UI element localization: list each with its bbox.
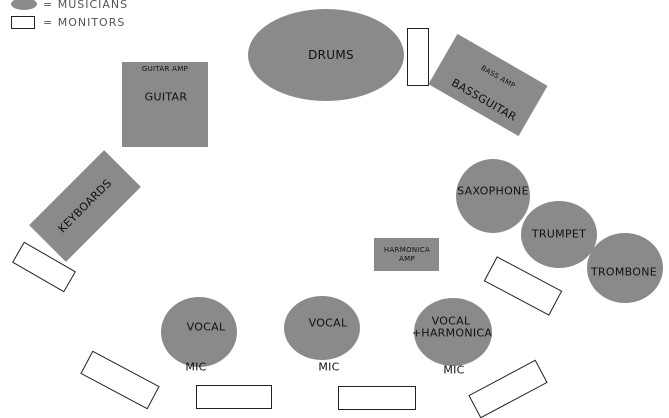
bass-amp-block [428, 33, 548, 137]
front-monitor-right [468, 359, 548, 418]
mic-2-label: MIC [318, 360, 340, 374]
mic-1-label: MIC [185, 360, 207, 374]
trombone-circle [587, 233, 663, 303]
vocal-2-label: VOCAL [308, 316, 348, 330]
front-monitor-center-right [338, 386, 416, 410]
vocal-3-circle [414, 298, 492, 366]
trumpet-label: TRUMPET [531, 227, 587, 241]
harmonica-amp-label-line1: HARMONICA [383, 246, 431, 254]
drums-circle [248, 9, 404, 101]
guitar-amp-block [122, 62, 208, 147]
harmonica-amp-label-line2: AMP [399, 255, 415, 263]
legend-musicians-label: = MUSICIANS [43, 0, 129, 11]
legend-monitors-label: = MONITORS [43, 16, 126, 29]
vocal-3-label-line1: VOCAL [431, 314, 471, 328]
guitar-label: GUITAR [144, 90, 188, 104]
harmonica-amp-block [374, 238, 439, 271]
vocal-1-label: VOCAL [186, 320, 226, 334]
saxophone-circle [456, 159, 530, 233]
drums-label: DRUMS [308, 48, 354, 62]
saxophone-label: SAXOPHONE [457, 184, 529, 198]
vocal-1-circle [161, 297, 237, 367]
trombone-label: TROMBONE [590, 265, 658, 279]
vocal-2-circle [284, 296, 360, 360]
trumpet-circle [521, 201, 597, 268]
drum-monitor [407, 28, 429, 86]
guitar-amp-label: GUITAR AMP [141, 65, 189, 73]
front-monitor-left [80, 350, 160, 410]
mic-3-label: MIC [443, 363, 465, 377]
front-monitor-center-left [196, 385, 272, 409]
vocal-3-label-line2: +HARMONICA [411, 326, 493, 340]
legend-monitor-swatch [11, 16, 35, 29]
legend-musician-swatch [11, 0, 37, 10]
